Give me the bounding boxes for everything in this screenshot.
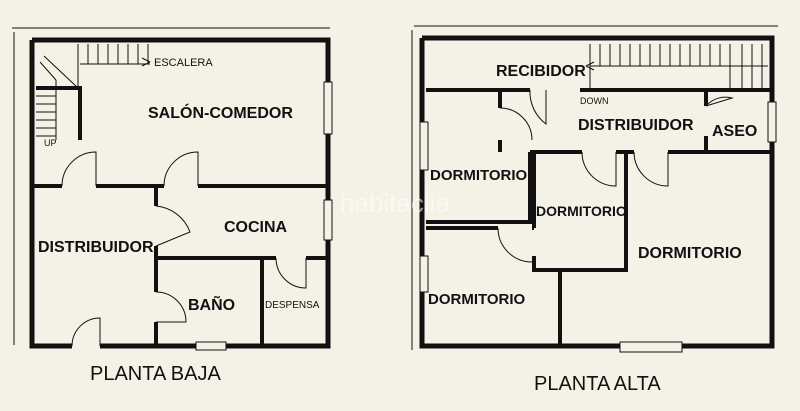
door-swing <box>163 151 199 187</box>
toilet-label: ASEO <box>712 123 757 140</box>
living-room-label: SALÓN-COMEDOR <box>148 103 293 122</box>
stair-arrow <box>585 61 595 71</box>
watermark: habitaclia <box>340 188 450 218</box>
stair-treads <box>36 44 150 140</box>
kitchen-label: COCINA <box>224 219 288 236</box>
upper-hall-label: DISTRIBUIDOR <box>578 117 694 134</box>
upper-floor-plan: RECIBIDOR DOWN DISTRIBUIDOR ASEO DORMITO… <box>411 25 778 395</box>
bedroom-label: DORMITORIO <box>428 291 526 308</box>
pantry-label: DESPENSA <box>265 300 320 311</box>
bathroom-label: BAÑO <box>188 294 235 314</box>
door-swing <box>71 317 101 347</box>
door-swing <box>155 291 187 323</box>
stairs-label: ESCALERA <box>154 57 213 69</box>
up-label: UP <box>44 138 57 148</box>
door-swing <box>497 227 533 263</box>
door-swing <box>633 151 669 187</box>
upper-floor-caption: PLANTA ALTA <box>534 373 661 395</box>
door-swing <box>155 205 191 247</box>
stair-treads <box>589 44 768 90</box>
hall-label: DISTRIBUIDOR <box>38 239 154 256</box>
window <box>323 199 333 241</box>
window <box>419 255 429 293</box>
stair-arrow <box>141 57 151 67</box>
stair-wall <box>36 86 82 140</box>
bedroom-label: DORMITORIO <box>638 245 742 262</box>
bedroom-label: DORMITORIO <box>430 167 528 184</box>
exterior-wall <box>29 37 331 349</box>
door-swing <box>581 151 617 187</box>
bedroom-label: DORMITORIO <box>536 203 627 219</box>
window <box>619 341 683 353</box>
door-swing <box>705 96 734 107</box>
window <box>767 101 777 143</box>
door-swing <box>275 257 307 289</box>
window <box>195 341 227 351</box>
window <box>419 121 429 171</box>
entry-label: RECIBIDOR <box>496 63 586 80</box>
down-label: DOWN <box>580 96 609 106</box>
door-swing <box>61 151 97 187</box>
door-swing <box>529 89 547 125</box>
door-swing <box>499 107 533 141</box>
ground-floor-plan: ESCALERA UP SALÓN-COMEDOR COCINA DISTRIB… <box>12 27 333 385</box>
ground-floor-caption: PLANTA BAJA <box>90 363 221 385</box>
window <box>323 81 333 135</box>
